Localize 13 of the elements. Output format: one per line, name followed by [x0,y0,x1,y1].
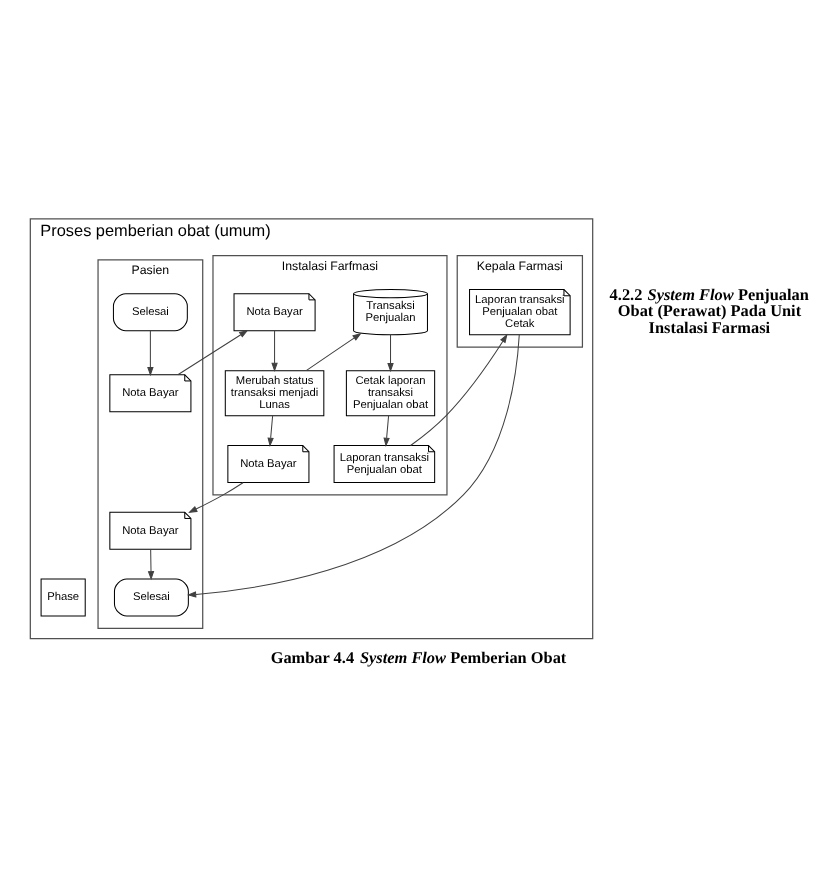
arrow [409,333,507,447]
arrow [146,330,153,377]
arrow [386,334,393,373]
caption: Gambar 4.4 System Flow Pemberian Obat [269,648,566,667]
arrow [266,415,273,447]
arrow [146,548,154,581]
arrow [382,415,389,447]
arrow [187,482,243,513]
arrow [304,332,361,372]
label: 4.2.2 System Flow Penjualan Obat (Perawat) Pada Unit Instalasi Farmasi [608,285,808,337]
arrow [270,330,277,373]
arrow [176,329,248,376]
arrow [186,334,519,598]
